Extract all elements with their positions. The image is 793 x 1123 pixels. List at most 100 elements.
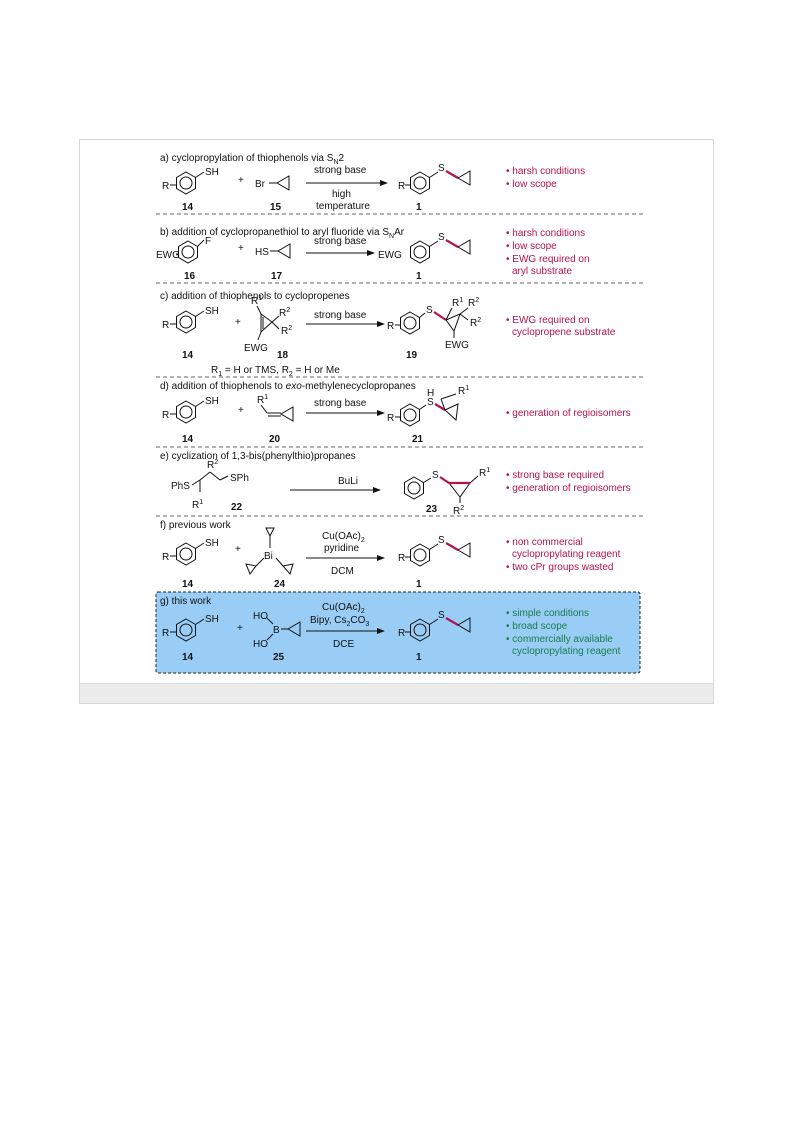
this-work-panel — [155, 591, 641, 674]
benzene-ring — [176, 171, 196, 195]
svg-text:• generation of regioisomers: • generation of regioisomers — [506, 483, 631, 494]
svg-text:EWG: EWG — [378, 250, 402, 261]
svg-text:R1: R1 — [251, 295, 262, 307]
svg-text:EWG: EWG — [445, 340, 469, 351]
svg-text:R2: R2 — [279, 307, 290, 319]
svg-text:S: S — [438, 163, 445, 174]
svg-text:R2: R2 — [281, 325, 292, 337]
svg-text:DCE: DCE — [333, 639, 354, 650]
svg-text:cyclopropylating reagent: cyclopropylating reagent — [512, 646, 621, 657]
svg-text:S: S — [427, 397, 434, 408]
svg-text:SH: SH — [205, 306, 219, 317]
svg-text:R1: R1 — [452, 297, 463, 309]
svg-text:• generation of regioisomers: • generation of regioisomers — [506, 408, 631, 419]
svg-text:+: + — [238, 405, 244, 416]
figure-footer-bar — [80, 683, 713, 703]
svg-text:R2: R2 — [470, 317, 481, 329]
scheme-figure: a) cyclopropylation of thiophenols via S… — [79, 139, 714, 704]
svg-text:strong base: strong base — [314, 310, 367, 321]
svg-text:R2: R2 — [453, 505, 464, 517]
svg-text:• low scope: • low scope — [506, 179, 557, 190]
svg-text:R: R — [387, 321, 394, 332]
svg-text:R: R — [398, 553, 405, 564]
panel-e: e) cyclization of 1,3-bis(phenylthio)pro… — [160, 451, 631, 517]
svg-text:• non commercial: • non commercial — [506, 537, 583, 548]
svg-text:a) cyclopropylation of thiophe: a) cyclopropylation of thiophenols via S… — [160, 153, 345, 166]
svg-text:+: + — [237, 623, 243, 634]
svg-text:R: R — [398, 181, 405, 192]
svg-text:S: S — [438, 535, 445, 546]
compound-15: 15 — [270, 202, 282, 213]
svg-text:14: 14 — [182, 434, 194, 445]
compound-17: 17 — [271, 271, 283, 282]
svg-text:Cu(OAc)2: Cu(OAc)2 — [322, 531, 365, 544]
svg-text:R1: R1 — [257, 394, 268, 406]
svg-text:high: high — [332, 189, 351, 200]
svg-text:R1 = H or TMS, R2 = H or Me: R1 = H or TMS, R2 = H or Me — [211, 365, 340, 378]
svg-text:14: 14 — [182, 652, 194, 663]
svg-text:• EWG required on: • EWG required on — [506, 254, 590, 265]
svg-text:f) previous work: f) previous work — [160, 520, 232, 531]
svg-text:1: 1 — [416, 579, 422, 590]
svg-text:Cu(OAc)2: Cu(OAc)2 — [322, 602, 365, 615]
product-1: 1 — [416, 202, 422, 213]
svg-text:+: + — [235, 544, 241, 555]
svg-text:21: 21 — [412, 434, 424, 445]
svg-text:• broad scope: • broad scope — [506, 621, 568, 632]
panel-d: d) addition of thiophenols to exo-methyl… — [160, 381, 631, 445]
compound-16: 16 — [184, 271, 196, 282]
svg-text:b) addition of cyclopropanethi: b) addition of cyclopropanethiol to aryl… — [160, 227, 405, 240]
svg-text:25: 25 — [273, 652, 285, 663]
svg-text:R: R — [162, 410, 169, 421]
svg-text:S: S — [438, 232, 445, 243]
svg-text:strong base: strong base — [314, 398, 367, 409]
svg-text:PhS: PhS — [171, 481, 190, 492]
svg-text:• harsh conditions: • harsh conditions — [506, 166, 585, 177]
svg-text:cyclopropene substrate: cyclopropene substrate — [512, 327, 616, 338]
svg-text:g) this work: g) this work — [160, 596, 212, 607]
svg-text:EWG: EWG — [244, 343, 268, 354]
svg-text:20: 20 — [269, 434, 281, 445]
svg-text:SH: SH — [205, 614, 219, 625]
svg-text:S: S — [438, 610, 445, 621]
svg-text:• commercially available: • commercially available — [506, 634, 613, 645]
svg-text:EWG: EWG — [156, 250, 180, 261]
svg-text:HO: HO — [253, 611, 268, 622]
reaction-scheme: a) cyclopropylation of thiophenols via S… — [155, 153, 643, 674]
panel-g: g) this work SH R 14 + HO B HO 25 Cu(OAc… — [160, 596, 621, 663]
svg-text:1: 1 — [416, 271, 422, 282]
svg-text:• simple conditions: • simple conditions — [506, 608, 589, 619]
svg-text:e) cyclization of 1,3-bis(phen: e) cyclization of 1,3-bis(phenylthio)pro… — [160, 451, 356, 462]
svg-text:R: R — [162, 628, 169, 639]
svg-text:+: + — [235, 317, 241, 328]
svg-text:R2: R2 — [207, 459, 218, 471]
svg-text:22: 22 — [231, 502, 243, 513]
panel-a: a) cyclopropylation of thiophenols via S… — [160, 153, 585, 213]
svg-text:• strong base required: • strong base required — [506, 470, 604, 481]
svg-text:F: F — [205, 236, 211, 247]
svg-text:23: 23 — [426, 504, 438, 515]
svg-text:• EWG required on: • EWG required on — [506, 315, 590, 326]
svg-text:Bipy, Cs2CO3: Bipy, Cs2CO3 — [310, 615, 369, 628]
svg-text:18: 18 — [277, 350, 289, 361]
svg-text:R: R — [398, 628, 405, 639]
svg-text:SH: SH — [205, 538, 219, 549]
svg-text:R: R — [387, 413, 394, 424]
svg-text:R2: R2 — [468, 297, 479, 309]
svg-text:24: 24 — [274, 579, 286, 590]
svg-text:cyclopropylating reagent: cyclopropylating reagent — [512, 549, 621, 560]
svg-text:R: R — [162, 320, 169, 331]
svg-text:1: 1 — [416, 652, 422, 663]
svg-text:HS: HS — [255, 247, 269, 258]
svg-text:Br: Br — [255, 179, 266, 190]
svg-text:strong base: strong base — [314, 236, 367, 247]
svg-text:aryl substrate: aryl substrate — [512, 266, 572, 277]
panel-b: b) addition of cyclopropanethiol to aryl… — [156, 227, 590, 282]
svg-text:19: 19 — [406, 350, 418, 361]
svg-text:14: 14 — [182, 350, 194, 361]
svg-text:pyridine: pyridine — [324, 543, 359, 554]
svg-text:• harsh conditions: • harsh conditions — [506, 228, 585, 239]
svg-text:R1: R1 — [192, 499, 203, 511]
svg-text:c) addition of thiophenols to: c) addition of thiophenols to cycloprope… — [160, 291, 350, 302]
svg-text:SH: SH — [205, 167, 219, 178]
